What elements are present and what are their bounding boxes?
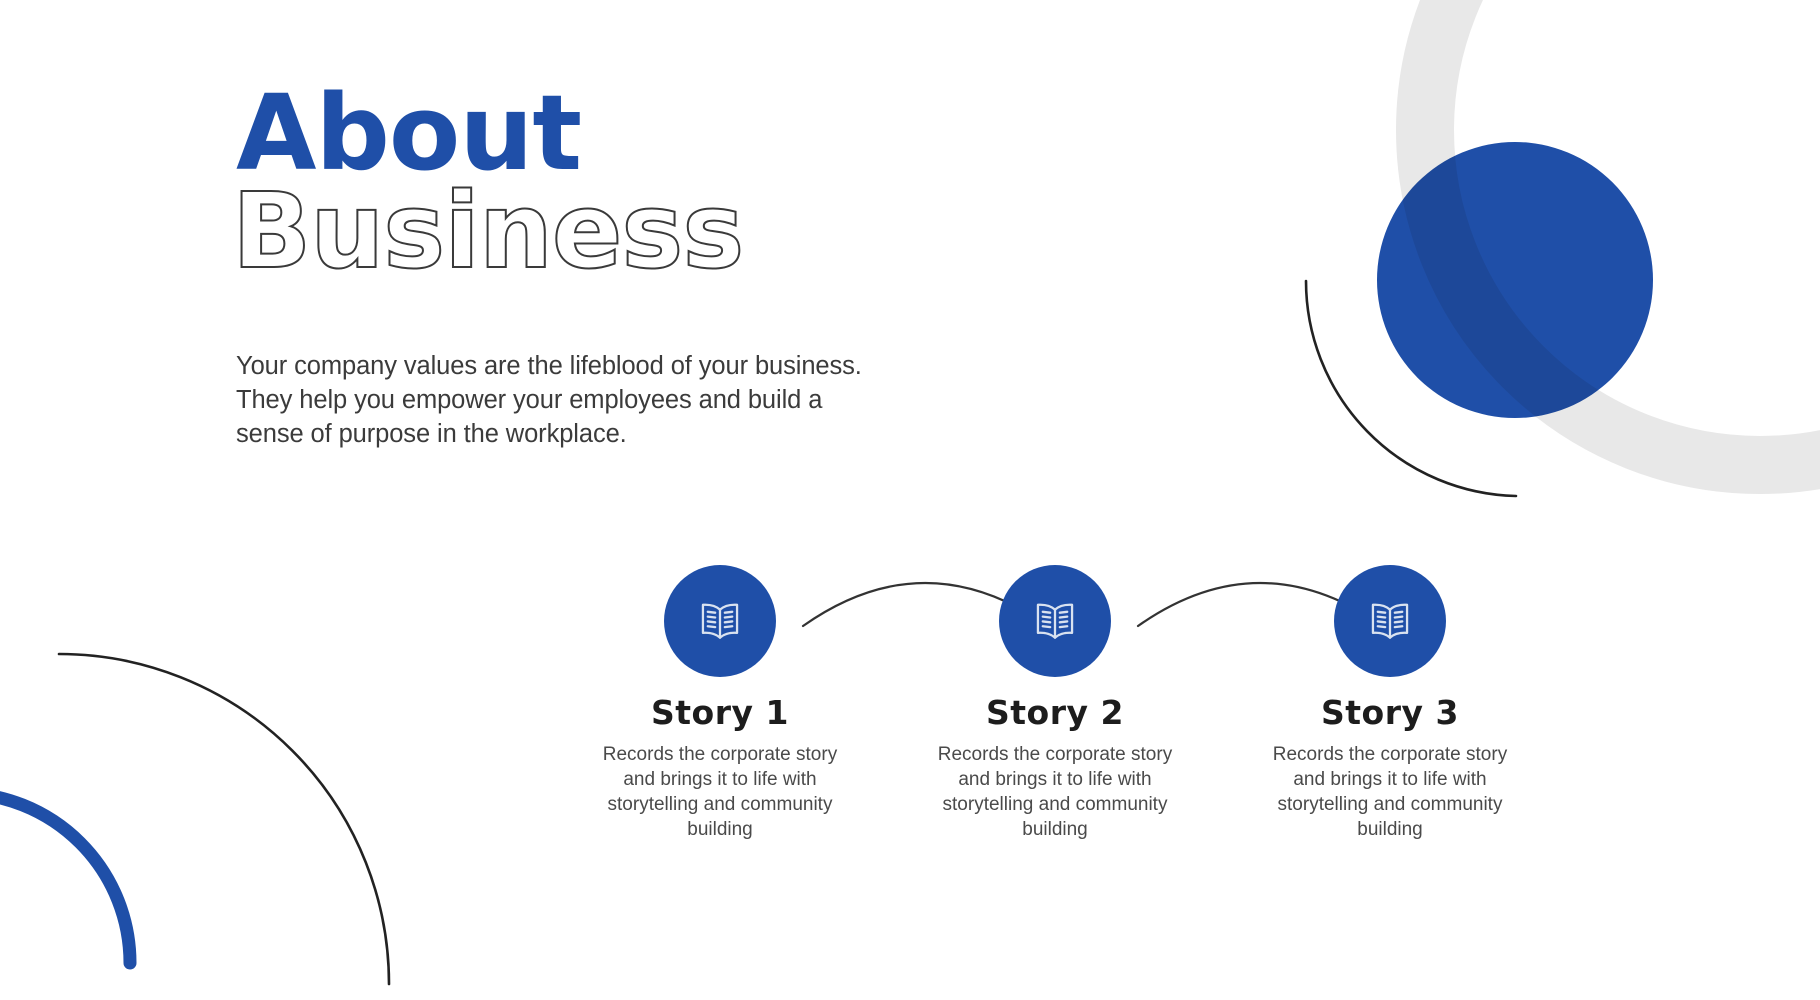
story-description: Records the corporate story and brings i… — [602, 744, 838, 841]
story-description: Records the corporate story and brings i… — [937, 744, 1173, 841]
story-item[interactable]: Story 2 Records the corporate story and … — [900, 565, 1210, 842]
open-book-icon — [1371, 603, 1409, 639]
story-title: Story 2 — [986, 693, 1124, 732]
story-title: Story 3 — [1321, 693, 1459, 732]
story-description: Records the corporate story and brings i… — [1272, 744, 1508, 841]
title-line-business: Business — [231, 169, 745, 292]
grey-ring-top-right — [1396, 0, 1820, 494]
story-badge[interactable] — [1334, 565, 1446, 677]
intro-paragraph: Your company values are the lifeblood of… — [236, 352, 862, 448]
story-badge[interactable] — [664, 565, 776, 677]
open-book-icon — [1036, 603, 1074, 639]
story-item[interactable]: Story 3 Records the corporate story and … — [1235, 565, 1545, 842]
black-arc-bottom-left — [57, 652, 391, 986]
title-line-about: About — [236, 72, 582, 194]
story-title: Story 1 — [651, 693, 789, 732]
story-item[interactable]: Story 1 Records the corporate story and … — [565, 565, 875, 842]
blue-circle-top-right — [1377, 142, 1653, 418]
black-arc-top-right — [1304, 279, 1518, 498]
open-book-icon — [701, 603, 739, 639]
stories-row: Story 1 Records the corporate story and … — [565, 565, 1575, 840]
blue-arc-bottom-left — [0, 791, 137, 970]
page-title: About Business — [231, 72, 936, 283]
story-badge[interactable] — [999, 565, 1111, 677]
